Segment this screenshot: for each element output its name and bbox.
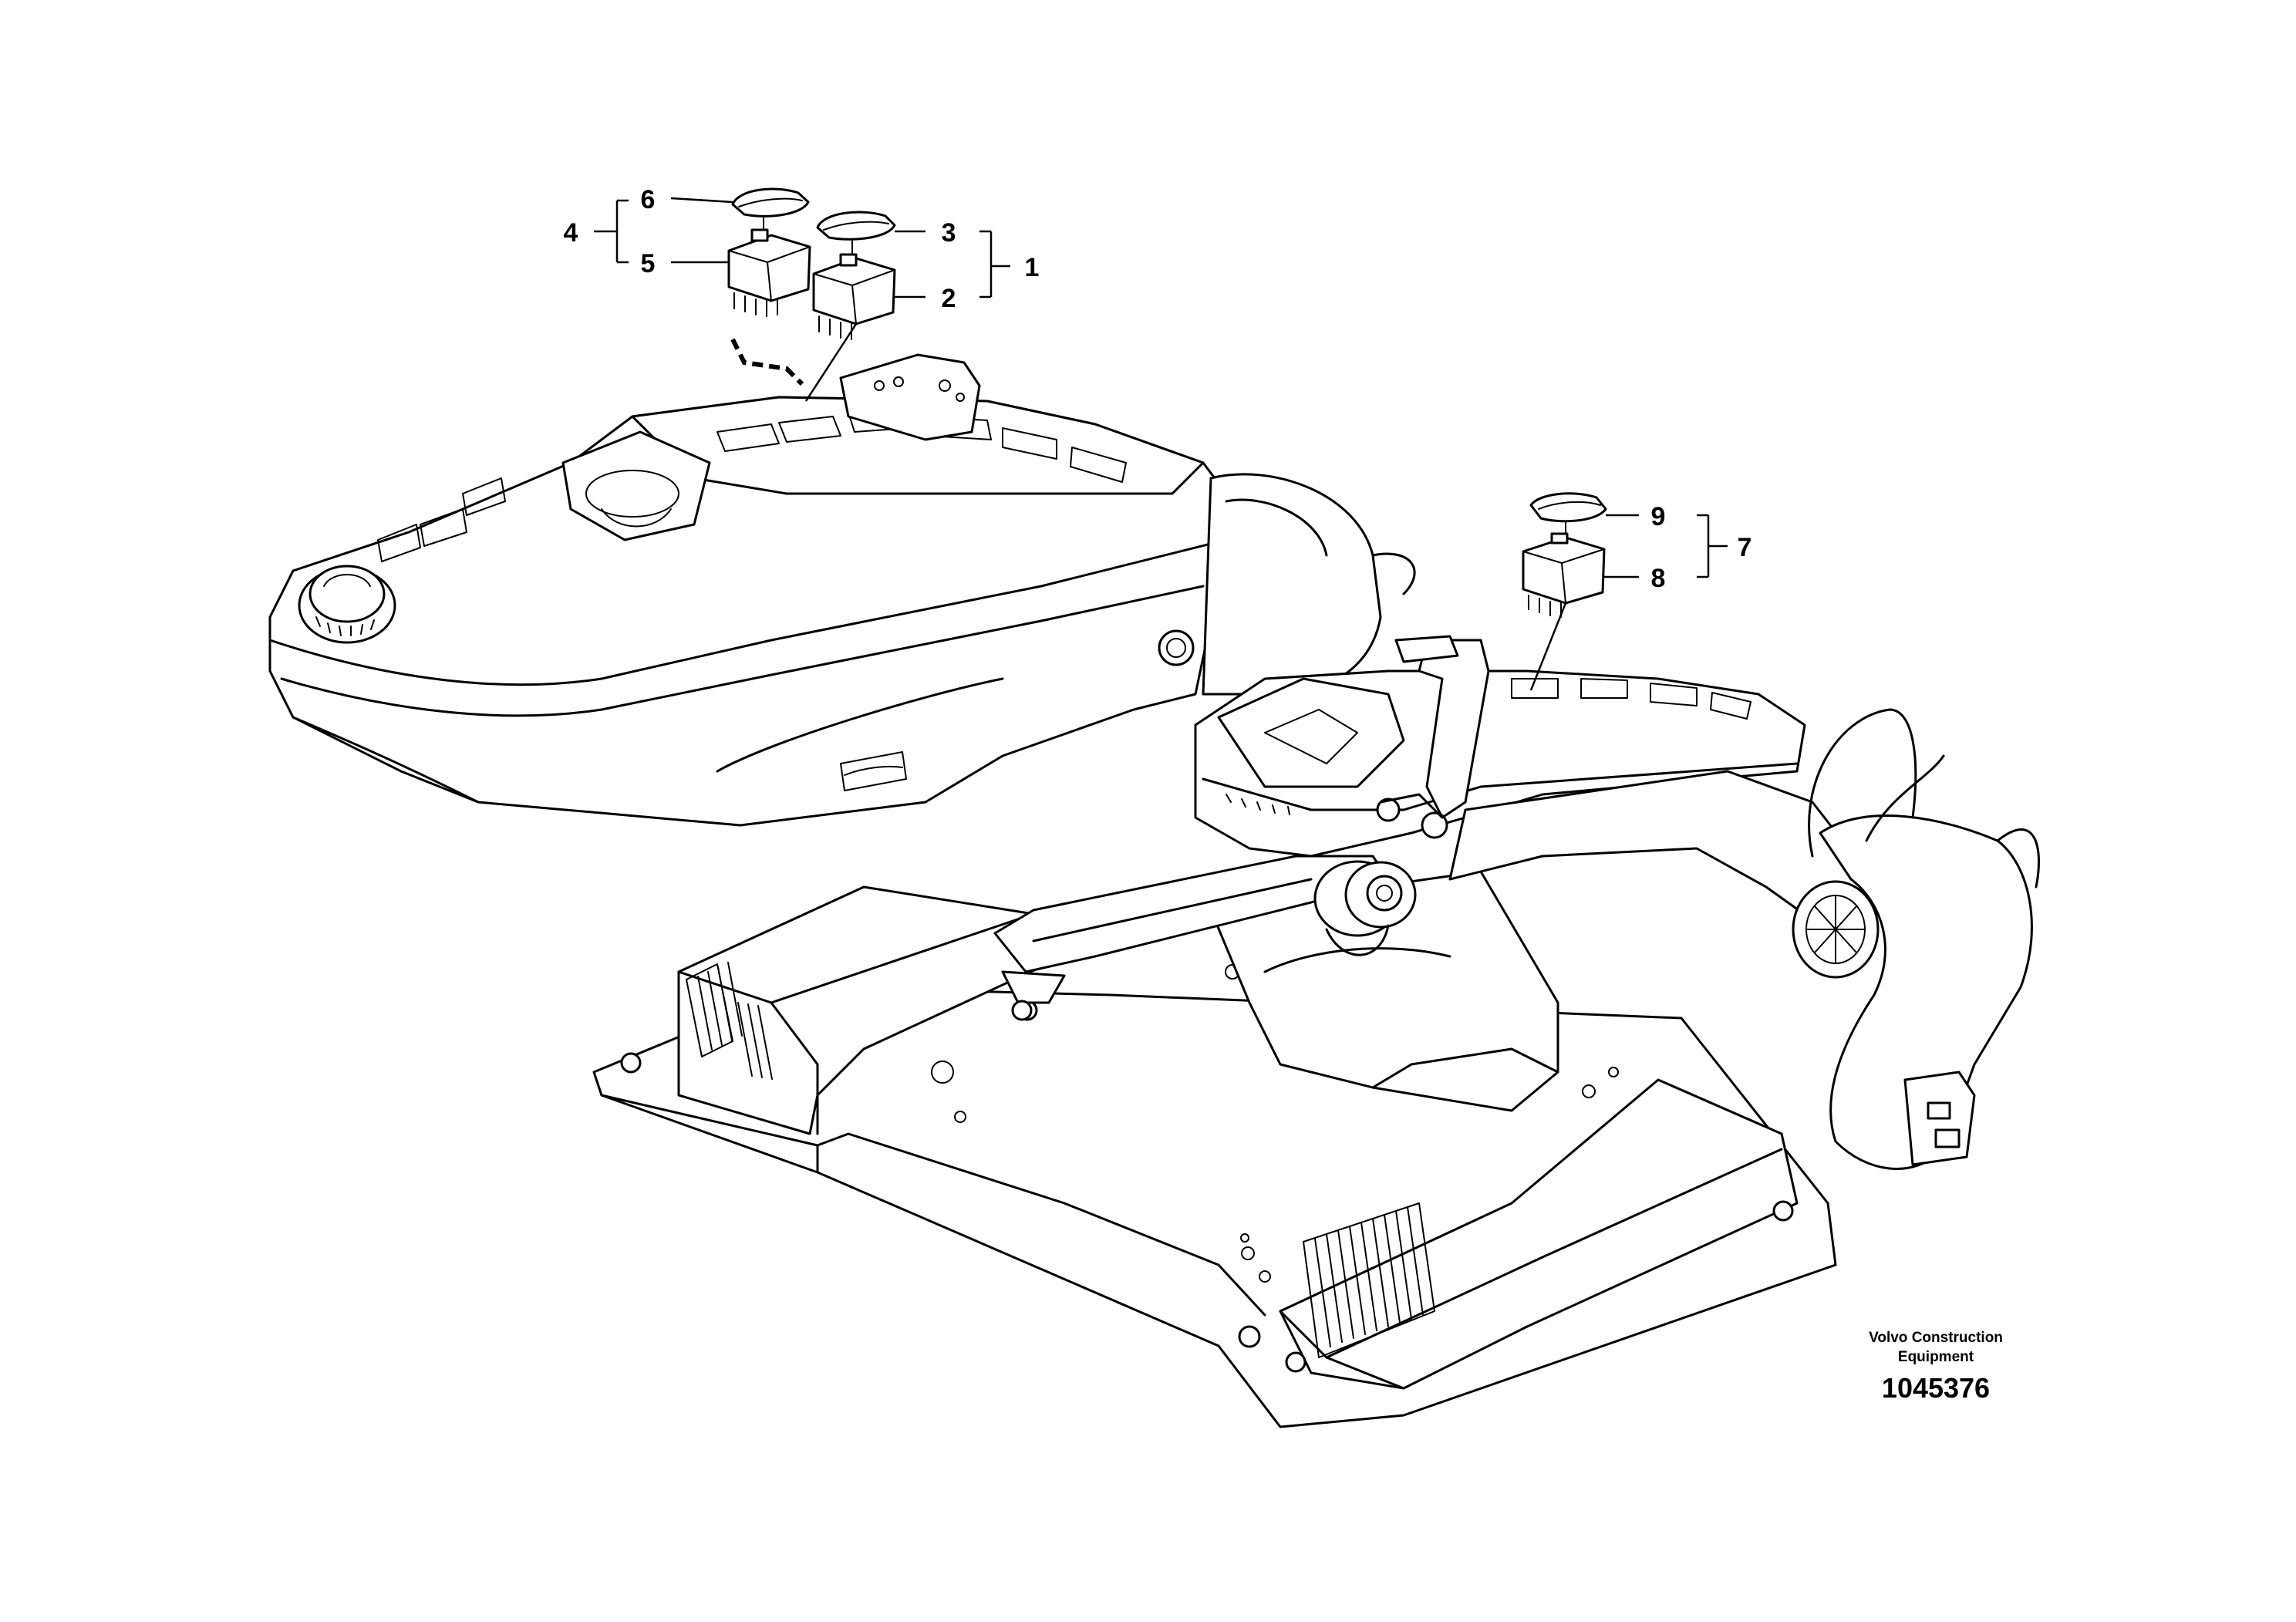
seat-cushion (1209, 870, 1559, 1112)
callout-4: 4 (564, 218, 578, 248)
drawing-number: 1045376 (1882, 1372, 1990, 1404)
switch-body-5 (727, 228, 811, 317)
title-block: Volvo Construction Equipment 1045376 (1869, 1330, 2003, 1404)
callout-3: 3 (942, 218, 956, 248)
callout-6: 6 (641, 185, 656, 214)
switch-cap-9 (1529, 492, 1607, 523)
callout-labels: 6 5 4 3 2 1 9 8 7 (564, 185, 1752, 593)
switch-group-right (1522, 492, 1728, 691)
callout-2: 2 (942, 284, 956, 313)
callout-1: 1 (1025, 253, 1040, 282)
right-console (1194, 635, 2040, 1170)
callout-8: 8 (1651, 564, 1666, 593)
switch-cap-6 (731, 187, 810, 218)
callout-9: 9 (1651, 502, 1666, 531)
rotary-knob (298, 565, 396, 644)
brand-line-1: Volvo Construction (1869, 1330, 2003, 1346)
left-console (268, 338, 1416, 827)
callout-7: 7 (1738, 533, 1752, 562)
adjust-wheel (1792, 880, 1880, 979)
switch-cap-3 (816, 211, 896, 241)
grille-right (1303, 1202, 1435, 1358)
switch-body-2 (812, 253, 896, 340)
grille-left (686, 962, 773, 1080)
right-foot-rest (1238, 1078, 1799, 1390)
callout-5: 5 (641, 249, 656, 278)
brand-line-2: Equipment (1898, 1349, 1974, 1365)
linkage-arm (993, 793, 1448, 1021)
switch-group-left (594, 187, 1010, 402)
switch-body-8 (1522, 532, 1606, 618)
left-foot-rest (620, 885, 1066, 1135)
